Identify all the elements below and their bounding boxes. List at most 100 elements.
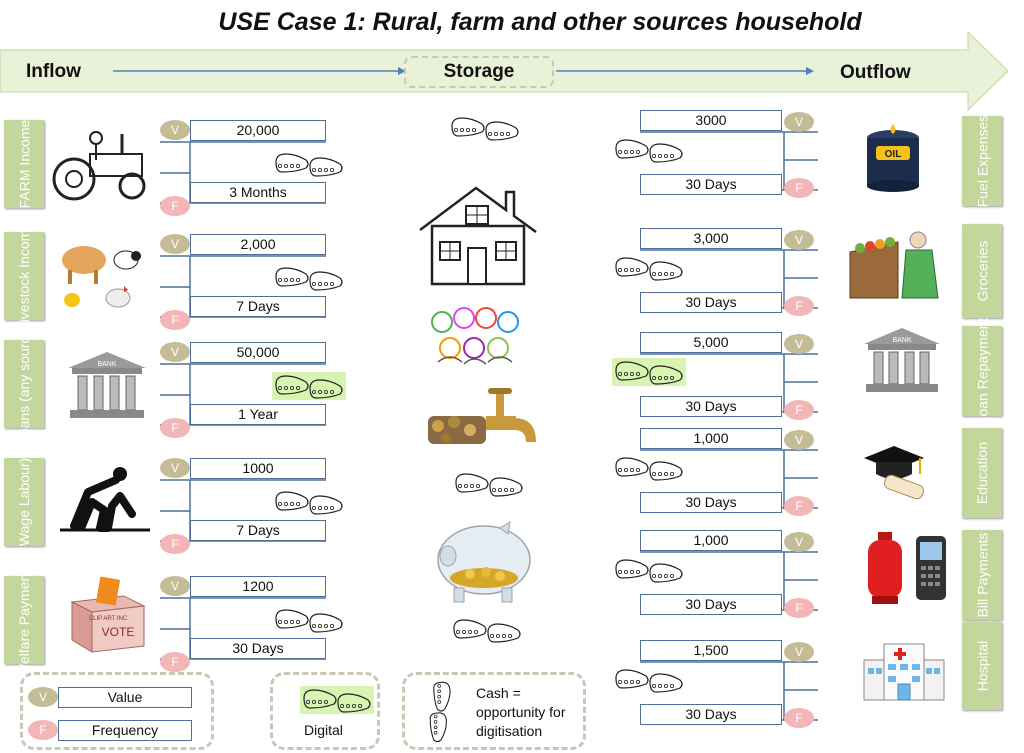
outflow-connector (640, 353, 818, 413)
cash-footprint-icon (455, 473, 523, 497)
hospital-icon (863, 643, 945, 701)
piggy-bank-icon (437, 521, 531, 603)
inflow-value-box: 1000 (190, 458, 326, 479)
inflow-label: Inflow (26, 61, 81, 82)
svg-text:BANK: BANK (97, 361, 116, 368)
outflow-value-box: 3,000 (640, 228, 782, 249)
legend-cash (402, 672, 586, 750)
legend-value-label: Value (58, 687, 192, 708)
outflow-tab-hospital: Hospital (962, 622, 1002, 710)
outflow-connector (640, 249, 818, 309)
outflow-tab-groceries: Groceries (962, 224, 1002, 318)
cash-footprint-icon (275, 609, 343, 633)
outflow-value-box: 1,500 (640, 640, 782, 661)
inflow-frequency-box: 1 Year (190, 404, 326, 425)
legend-frequency-pill: F (28, 720, 58, 740)
graduation-cap-icon (864, 446, 924, 500)
inflow-value-pill: V (160, 342, 190, 362)
svg-text:BANK: BANK (892, 337, 911, 344)
outflow-frequency-box: 30 Days (640, 594, 782, 615)
inflow-frequency-pill: F (160, 310, 190, 330)
legend-digital-footprint-icon (300, 686, 374, 714)
legend-value-frequency (20, 672, 214, 750)
outflow-frequency-box: 30 Days (640, 396, 782, 417)
outflow-connector (640, 449, 818, 509)
inflow-value-box: 50,000 (190, 342, 326, 363)
cash-footprint-icon (451, 117, 519, 141)
inflow-tab-wage: Wage Labour) (4, 458, 44, 546)
digital-footprint-icon (272, 372, 346, 400)
outflow-frequency-pill: F (784, 496, 814, 516)
inflow-frequency-pill: F (160, 534, 190, 554)
outflow-tab-education: Education (962, 428, 1002, 518)
outflow-frequency-box: 30 Days (640, 704, 782, 725)
inflow-frequency-box: 7 Days (190, 296, 326, 317)
svg-text:VOTE: VOTE (102, 625, 135, 639)
outflow-connector (640, 131, 818, 191)
inflow-tab-livestock: Livestock Income (4, 222, 44, 330)
bank-icon: BANK (68, 352, 146, 418)
outflow-frequency-pill: F (784, 296, 814, 316)
family-icon (431, 307, 519, 365)
outflow-connector (640, 551, 818, 611)
cash-footprint-icon (615, 457, 683, 481)
outflow-frequency-box: 30 Days (640, 492, 782, 513)
page-title: USE Case 1: Rural, farm and other source… (218, 8, 862, 36)
cash-footprint-icon (615, 139, 683, 163)
outflow-tab-fuel: Fuel Expenses (962, 115, 1002, 207)
outflow-value-box: 5,000 (640, 332, 782, 353)
inflow-connector (160, 363, 326, 426)
outflow-frequency-box: 30 Days (640, 292, 782, 313)
inflow-value-pill: V (160, 234, 190, 254)
inflow-frequency-pill: F (160, 196, 190, 216)
livestock-icon (62, 246, 141, 308)
svg-text:OIL: OIL (885, 149, 902, 160)
oil-barrel-icon: OIL (867, 124, 919, 192)
grocer-icon (849, 231, 939, 299)
cash-footprint-icon (275, 491, 343, 515)
gas-cylinder-phone-icon (868, 532, 946, 604)
cash-footprint-icon (275, 153, 343, 177)
outflow-value-box: 3000 (640, 110, 782, 131)
outflow-value-pill: V (784, 112, 814, 132)
outflow-frequency-pill: F (784, 400, 814, 420)
outflow-value-pill: V (784, 532, 814, 552)
outflow-value-box: 1,000 (640, 530, 782, 551)
outflow-tab-bills: Bill Payments (962, 530, 1002, 620)
inflow-connector (160, 479, 326, 542)
legend-frequency-label: Frequency (58, 720, 192, 741)
inflow-value-pill: V (160, 120, 190, 140)
inflow-connector (160, 141, 326, 204)
outflow-value-pill: V (784, 230, 814, 250)
outflow-connector (640, 661, 818, 721)
tractor-icon (52, 124, 152, 204)
inflow-tab-welfare: Welfare Payments (4, 563, 44, 677)
inflow-value-box: 2,000 (190, 234, 326, 255)
legend-cash-label: Cash = opportunity for digitisation (476, 685, 566, 739)
flow-arrow (0, 30, 1009, 112)
legend-cash-footprint-icon (429, 681, 451, 743)
outflow-value-pill: V (784, 334, 814, 354)
cash-footprint-icon (275, 267, 343, 291)
coin-tap-icon (428, 388, 536, 444)
inflow-frequency-box: 7 Days (190, 520, 326, 541)
outflow-frequency-pill: F (784, 178, 814, 198)
bank-icon: BANK (864, 328, 940, 392)
cash-footprint-icon (453, 619, 521, 643)
inflow-frequency-box: 30 Days (190, 638, 326, 659)
outflow-value-pill: V (784, 430, 814, 450)
outflow-tab-loan-repayment: Loan Repayment (962, 318, 1002, 424)
ballot-box-icon: VOTE CLIP ART INC (70, 576, 146, 653)
cash-footprint-icon (615, 257, 683, 281)
cash-footprint-icon (615, 559, 683, 583)
inflow-tab-loans: Loans (any source) (4, 324, 44, 444)
inflow-value-box: 20,000 (190, 120, 326, 141)
outflow-label: Outflow (840, 62, 911, 83)
outflow-value-box: 1,000 (640, 428, 782, 449)
outflow-frequency-pill: F (784, 708, 814, 728)
storage-label: Storage (404, 56, 554, 88)
inflow-connector (160, 597, 326, 660)
inflow-connector (160, 255, 326, 318)
laborer-icon (60, 467, 150, 532)
digital-footprint-icon (612, 358, 686, 386)
